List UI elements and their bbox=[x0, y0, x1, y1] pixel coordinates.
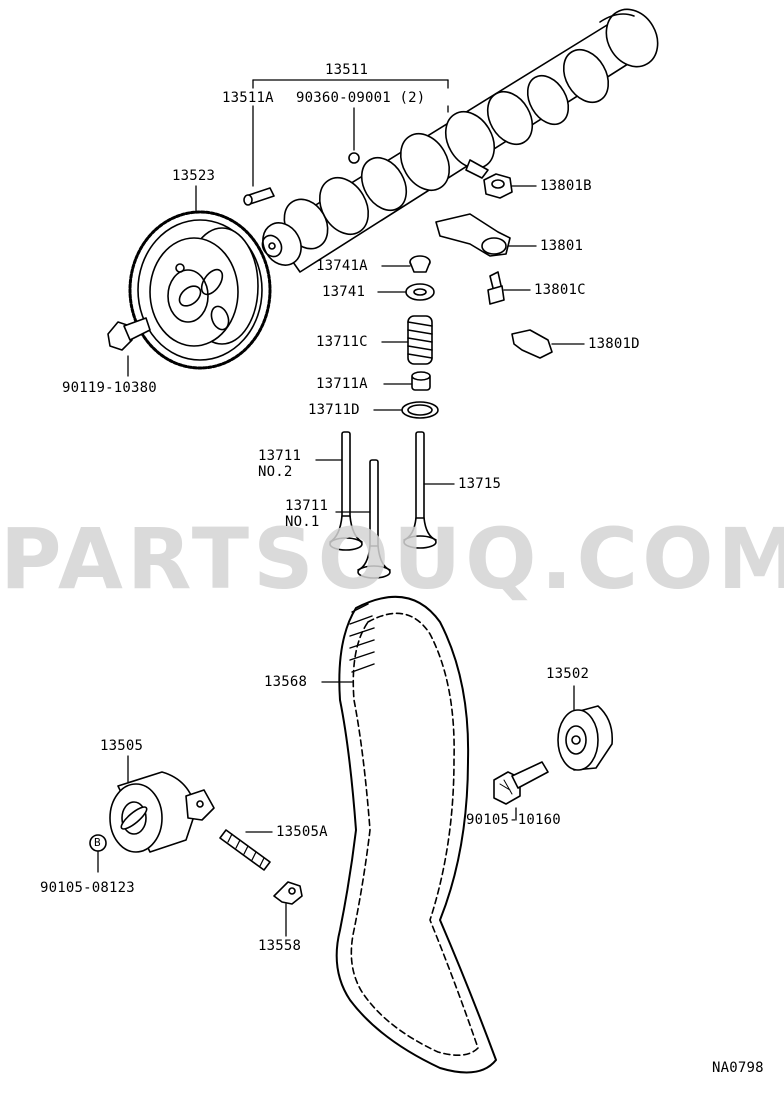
label-spring-bracket[interactable]: 13558 bbox=[258, 938, 302, 954]
label-spring-seat[interactable]: 13711D bbox=[308, 402, 360, 418]
label-exhaust-valve[interactable]: 13715 bbox=[458, 476, 502, 492]
plug[interactable] bbox=[348, 152, 360, 164]
pulley-bolt[interactable] bbox=[107, 317, 151, 377]
label-tensioner[interactable]: 13505 bbox=[100, 738, 144, 754]
label-tensioner-bolt[interactable]: 90105-08123 bbox=[40, 880, 135, 896]
exhaust-valve[interactable] bbox=[403, 431, 455, 549]
rocker-arm[interactable] bbox=[435, 213, 537, 257]
diagram-code: NA0798 bbox=[712, 1060, 764, 1076]
intake-valve-no2[interactable] bbox=[315, 431, 363, 551]
rocker-spring[interactable] bbox=[511, 329, 585, 359]
camshaft-leaders bbox=[252, 79, 449, 187]
intake-valve-no1[interactable] bbox=[335, 459, 391, 579]
idler-bolt[interactable] bbox=[493, 761, 549, 821]
label-tensioner-bolt-mark: B bbox=[94, 836, 101, 849]
valve-spring[interactable] bbox=[381, 315, 433, 365]
label-intake-valve-no1[interactable]: 13711 NO.1 bbox=[285, 498, 329, 530]
label-tensioner-spring[interactable]: 13505A bbox=[276, 824, 328, 840]
rocker-screw[interactable] bbox=[487, 271, 531, 305]
tensioner[interactable] bbox=[109, 755, 215, 853]
tensioner-spring[interactable] bbox=[219, 829, 273, 871]
label-knock-pin[interactable]: 13511A bbox=[222, 90, 274, 106]
label-rocker-arm[interactable]: 13801 bbox=[540, 238, 584, 254]
label-camshaft[interactable]: 13511 bbox=[325, 62, 369, 78]
label-intake-valve-no2[interactable]: 13711 NO.2 bbox=[258, 448, 302, 480]
rocker-nut[interactable] bbox=[483, 173, 537, 199]
label-timing-belt[interactable]: 13568 bbox=[264, 674, 308, 690]
label-rocker-nut[interactable]: 13801B bbox=[540, 178, 592, 194]
knock-pin[interactable] bbox=[243, 187, 275, 206]
tensioner-bolt-mark bbox=[89, 834, 107, 873]
cam-pulley[interactable] bbox=[128, 185, 272, 370]
spring-bracket[interactable] bbox=[273, 881, 303, 937]
label-cam-pulley[interactable]: 13523 bbox=[172, 168, 216, 184]
spring-retainer[interactable] bbox=[377, 283, 435, 301]
label-plug[interactable]: 90360-09001 (2) bbox=[296, 90, 426, 106]
stem-oil-seal[interactable] bbox=[383, 371, 431, 391]
label-spring-retainer[interactable]: 13741 bbox=[322, 284, 366, 300]
label-idler-bolt[interactable]: 90105-10160 bbox=[466, 812, 561, 828]
spring-retainer-lock[interactable] bbox=[381, 255, 431, 273]
label-idler-pulley[interactable]: 13502 bbox=[546, 666, 590, 682]
label-valve-spring[interactable]: 13711C bbox=[316, 334, 368, 350]
label-rocker-spring[interactable]: 13801D bbox=[588, 336, 640, 352]
label-pulley-bolt[interactable]: 90119-10380 bbox=[62, 380, 157, 396]
label-rocker-screw[interactable]: 13801C bbox=[534, 282, 586, 298]
label-spring-retainer-lock[interactable]: 13741A bbox=[316, 258, 368, 274]
label-stem-oil-seal[interactable]: 13711A bbox=[316, 376, 368, 392]
idler-pulley[interactable] bbox=[557, 685, 614, 771]
timing-belt[interactable] bbox=[321, 595, 497, 1074]
spring-seat[interactable] bbox=[373, 401, 439, 419]
camshaft[interactable] bbox=[255, 0, 667, 273]
